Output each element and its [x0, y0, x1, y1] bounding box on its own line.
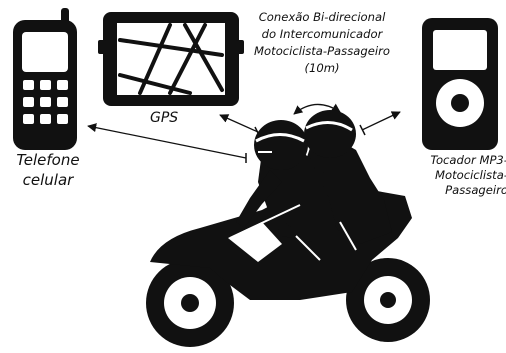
phone-connection-arrow: [87, 123, 247, 159]
mp3-label: Tocador MP3- Motociclista- Passageiro: [400, 153, 506, 198]
intercom-label-line: Motociclista-Passageiro: [254, 44, 390, 58]
phone-label: Telefone celular: [8, 150, 88, 190]
intercom-label-line: (10m): [304, 61, 340, 75]
mp3-label-line: Motociclista-: [434, 168, 506, 182]
mobile-phone-icon: [13, 8, 77, 150]
phone-label-line: Telefone: [16, 151, 80, 169]
intercom-label: Conexão Bi-direcional do Intercomunicado…: [238, 9, 406, 77]
connection-arrows: [87, 103, 401, 163]
gps-connection-arrow: [219, 114, 259, 133]
mp3-player-icon: [422, 18, 498, 150]
gps-navigator-icon: [98, 12, 244, 106]
intercom-label-line: do Intercomunicador: [261, 27, 383, 41]
intercom-label-line: Conexão Bi-direcional: [258, 10, 386, 24]
phone-label-line: celular: [22, 171, 74, 189]
mp3-connection-arrow: [361, 111, 401, 131]
gps-label: GPS: [150, 110, 179, 126]
mp3-label-line: Passageiro: [445, 183, 506, 197]
motorcycle-riders-icon: [146, 110, 430, 347]
intercom-connection-arrow: [293, 103, 341, 115]
mp3-label-line: Tocador MP3-: [430, 153, 506, 167]
